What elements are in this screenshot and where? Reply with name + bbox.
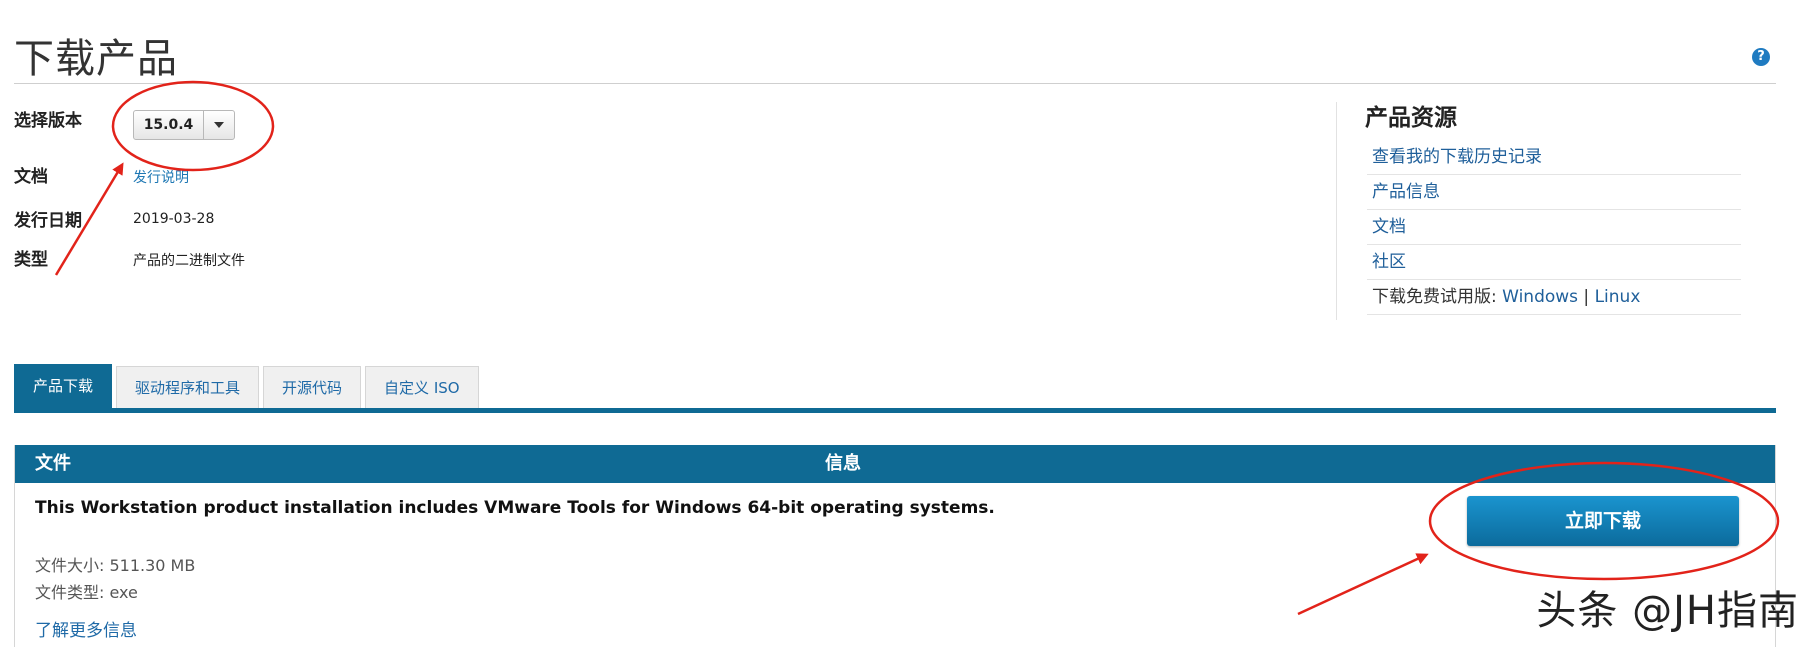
trial-separator: | [1578, 287, 1595, 307]
chevron-down-icon [214, 122, 224, 128]
version-dropdown-toggle[interactable] [203, 111, 234, 139]
version-selected-value: 15.0.4 [143, 117, 194, 133]
resource-download-history-link[interactable]: 查看我的下载历史记录 [1367, 140, 1741, 175]
release-notes-link[interactable]: 发行说明 [133, 170, 189, 186]
tab-open-source[interactable]: 开源代码 [263, 366, 362, 408]
version-label: 选择版本 [14, 111, 82, 131]
release-date-label: 发行日期 [14, 211, 82, 231]
doc-label: 文档 [14, 167, 48, 187]
download-now-button[interactable]: 立即下载 [1467, 496, 1739, 546]
product-resources-panel: 产品资源 查看我的下载历史记录 产品信息 文档 社区 下载免费试用版: Wind… [1336, 102, 1741, 320]
tab-strip: 产品下载 驱动程序和工具 开源代码 自定义 ISO [14, 364, 483, 408]
tab-custom-iso[interactable]: 自定义 ISO [365, 366, 479, 408]
file-type-label: 文件类型: [35, 583, 110, 602]
file-size: 文件大小: 511.30 MB [35, 552, 195, 576]
trial-linux-link[interactable]: Linux [1594, 287, 1641, 307]
resource-community-link[interactable]: 社区 [1367, 245, 1741, 280]
version-select[interactable]: 15.0.4 [133, 110, 235, 140]
file-size-label: 文件大小: [35, 556, 110, 575]
help-icon[interactable]: ? [1752, 48, 1770, 66]
page-title: 下载产品 [14, 36, 178, 82]
title-divider [14, 83, 1776, 84]
trial-windows-link[interactable]: Windows [1502, 287, 1579, 307]
file-type-value: exe [109, 583, 138, 602]
column-header-file: 文件 [35, 453, 71, 474]
column-header-info: 信息 [825, 453, 861, 474]
resource-documentation-link[interactable]: 文档 [1367, 210, 1741, 245]
release-date-value: 2019-03-28 [133, 211, 215, 227]
tab-underline [14, 408, 1776, 413]
tab-drivers-tools[interactable]: 驱动程序和工具 [116, 366, 260, 408]
resources-title: 产品资源 [1365, 105, 1457, 131]
tab-product-download[interactable]: 产品下载 [14, 364, 113, 408]
type-value: 产品的二进制文件 [133, 253, 245, 269]
watermark-text: 头条 @JH指南 [1536, 588, 1799, 634]
resource-trial-row: 下载免费试用版: Windows | Linux [1367, 280, 1741, 315]
table-header: 文件 信息 [15, 445, 1775, 483]
type-label: 类型 [14, 250, 48, 270]
resource-product-info-link[interactable]: 产品信息 [1367, 175, 1741, 210]
file-type: 文件类型: exe [35, 579, 138, 603]
learn-more-link[interactable]: 了解更多信息 [35, 621, 137, 641]
trial-prefix: 下载免费试用版: [1372, 287, 1503, 307]
resources-list: 查看我的下载历史记录 产品信息 文档 社区 下载免费试用版: Windows |… [1367, 140, 1741, 315]
downloads-table: 文件 信息 This Workstation product installat… [14, 445, 1776, 647]
file-size-value: 511.30 MB [109, 556, 196, 575]
file-description: This Workstation product installation in… [35, 498, 995, 518]
